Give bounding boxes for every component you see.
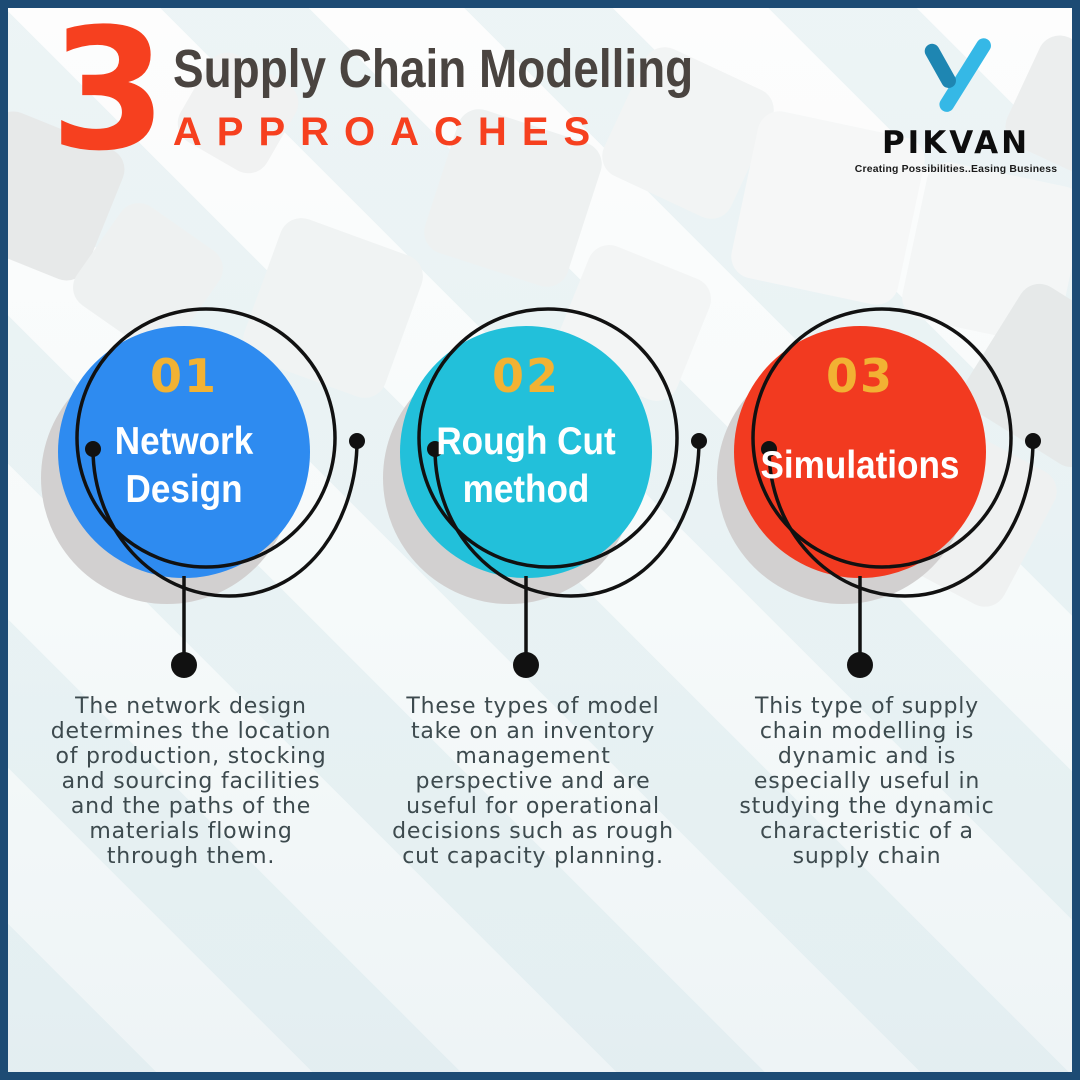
logo-tagline: Creating Possibilities..Easing Business	[854, 164, 1058, 175]
swirl-end-dot	[349, 433, 365, 449]
approaches-row: 01 Network Design The network design det…	[8, 298, 1072, 998]
colored-circle	[400, 326, 652, 578]
swirl-outline-circle	[75, 307, 337, 569]
swirl-outline-circle	[751, 307, 1013, 569]
circle-graphic	[383, 307, 707, 678]
colored-circle	[734, 326, 986, 578]
swirl-end-dot	[691, 433, 707, 449]
big-number: 3	[50, 0, 167, 188]
swirl-arc	[433, 440, 701, 598]
circle-graphic	[41, 307, 365, 678]
step-description: This type of supply chain modelling is d…	[739, 694, 995, 869]
circle-graphic	[717, 307, 1041, 678]
page-title: Supply Chain Modelling	[172, 39, 694, 99]
step-description: These types of model take on an inventor…	[392, 694, 674, 869]
swirl-arc	[91, 440, 359, 598]
stem-dot	[513, 652, 539, 678]
approach-item-network-design: 01 Network Design The network design det…	[21, 298, 365, 869]
logo-name: PIKVAN	[881, 125, 1031, 161]
check-mark-icon	[910, 34, 1002, 123]
page-subtitle: APPROACHES	[172, 110, 606, 154]
step-description: The network design determines the locati…	[50, 694, 332, 869]
colored-circle	[58, 326, 310, 578]
title-block: Supply Chain Modelling APPROACHES	[173, 22, 785, 160]
stem-dot	[171, 652, 197, 678]
approach-item-rough-cut-method: 02 Rough Cut method These types of model…	[363, 298, 707, 869]
swirl-start-dot	[85, 441, 101, 457]
swirl-outline-circle	[417, 307, 679, 569]
header: 3 Supply Chain Modelling APPROACHES	[50, 0, 785, 188]
swirl-start-dot	[427, 441, 443, 457]
approach-item-simulations: 03 Simulations This type of supply chain…	[697, 298, 1041, 869]
swirl-end-dot	[1025, 433, 1041, 449]
swirl-start-dot	[761, 441, 777, 457]
swirl-arc	[767, 440, 1035, 598]
pikvan-logo: PIKVAN Creating Possibilities..Easing Bu…	[855, 34, 1057, 175]
stem-dot	[847, 652, 873, 678]
